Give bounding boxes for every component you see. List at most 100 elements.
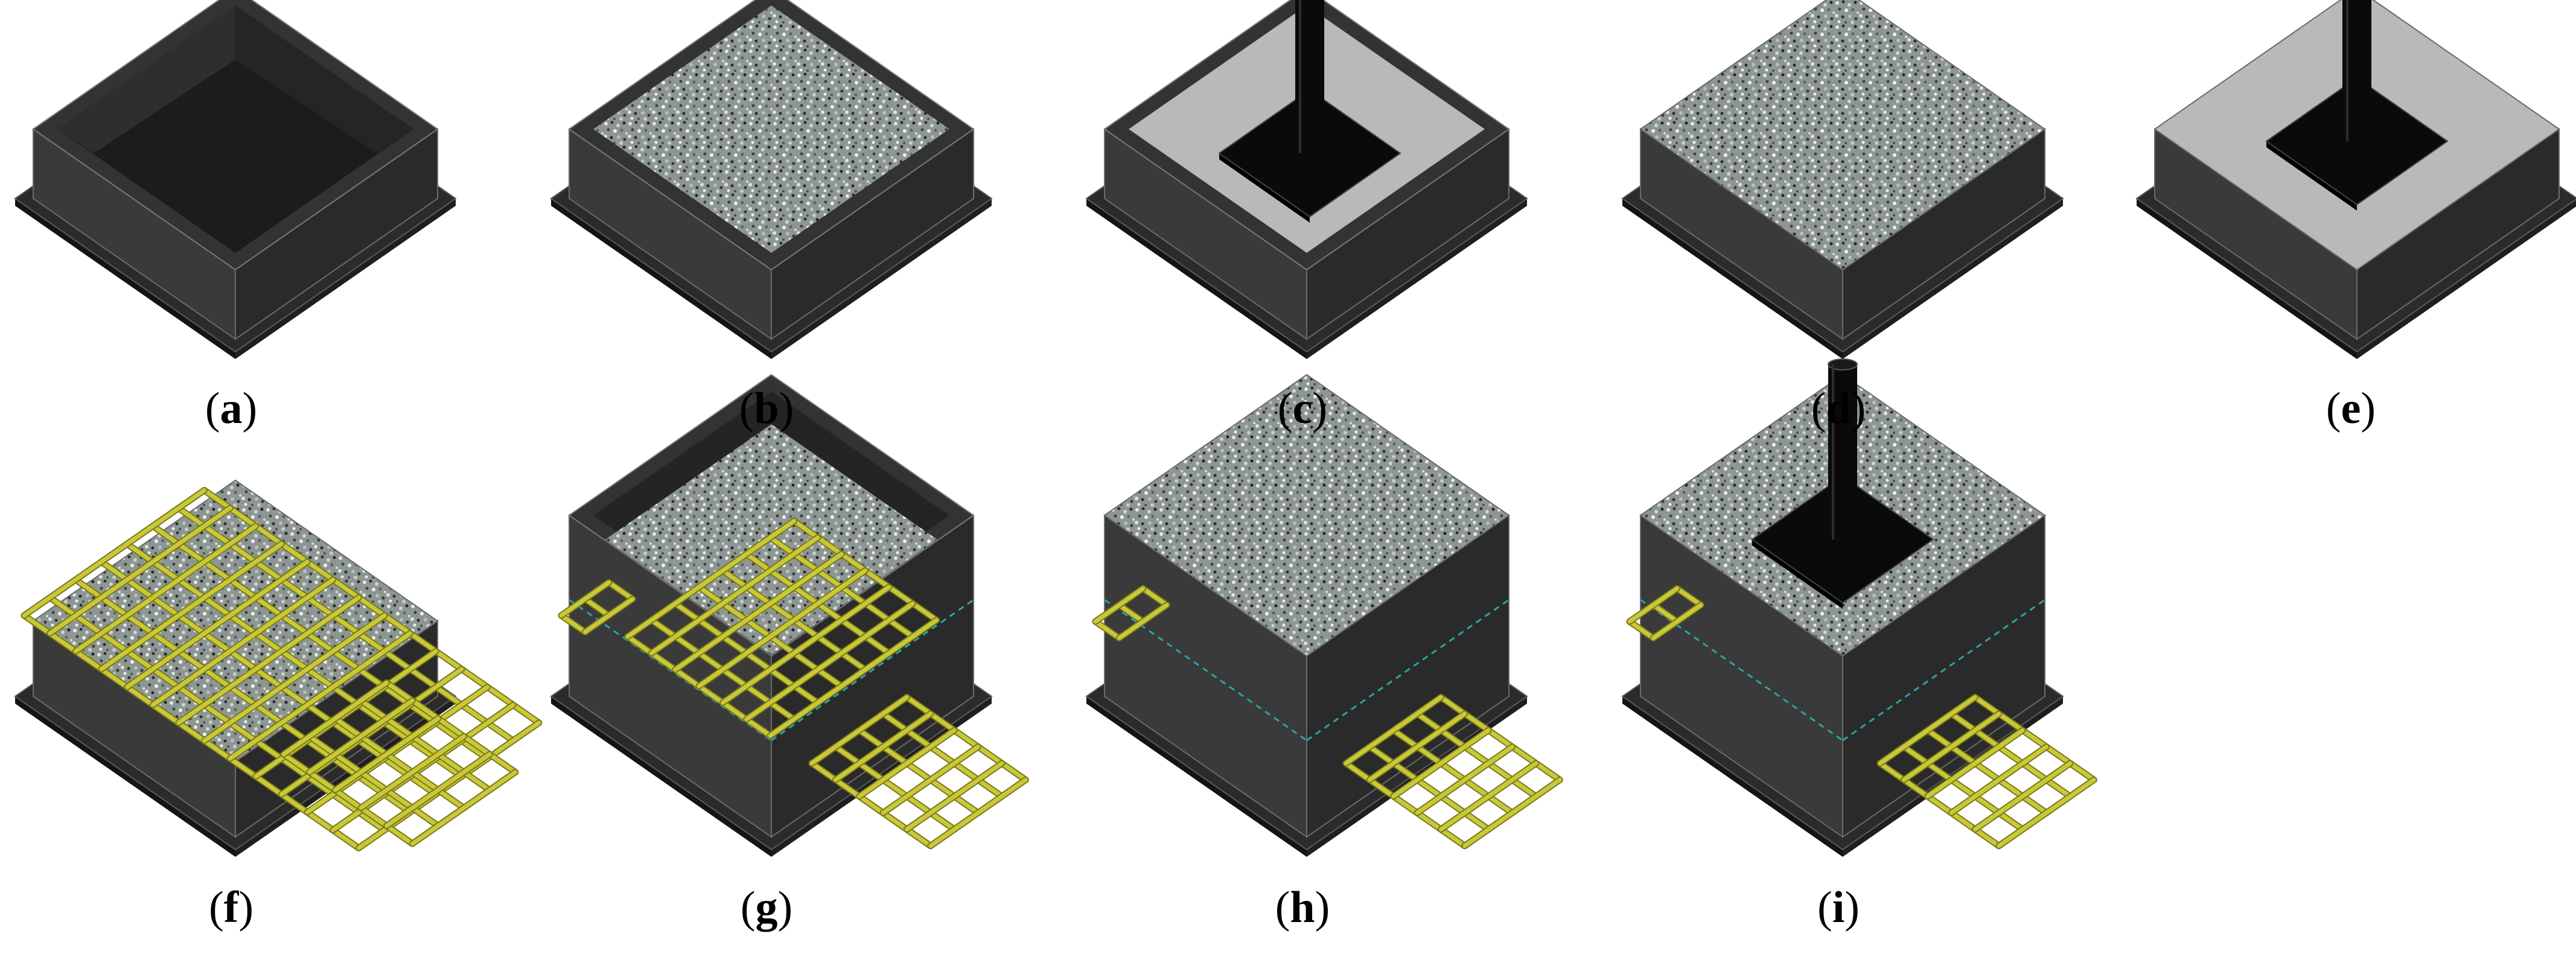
geogrid-rib bbox=[333, 716, 466, 810]
geogrid-rib bbox=[1141, 586, 1169, 608]
gravel-surface bbox=[1639, 0, 2046, 271]
geogrid-tab-left bbox=[1626, 585, 1704, 641]
geogrid-rib bbox=[582, 597, 635, 634]
geogrid-rib bbox=[928, 777, 1028, 848]
caption-b-letter: b bbox=[754, 384, 779, 433]
geogrid-rib bbox=[904, 695, 1028, 782]
geogrid-rib bbox=[607, 580, 635, 602]
geogrid-rib bbox=[176, 506, 515, 743]
ground-plate-side-left bbox=[551, 696, 771, 857]
geogrid-rib bbox=[857, 728, 957, 799]
geogrid-rib bbox=[1117, 603, 1146, 624]
geogrid-rib bbox=[202, 488, 541, 725]
inner-floor bbox=[94, 60, 377, 253]
ground-plate-side-right bbox=[2357, 199, 2576, 359]
geogrid-sheet-right bbox=[280, 679, 519, 847]
ground-plate-side-right bbox=[1307, 199, 1527, 359]
geogrid-sheet-right bbox=[1876, 694, 2097, 850]
geogrid-rib bbox=[176, 595, 361, 725]
ground-plate-side-left bbox=[551, 199, 771, 359]
geogrid-rib bbox=[1344, 761, 1467, 848]
caption-d: (d) bbox=[1811, 384, 1866, 433]
panel-a bbox=[14, 0, 457, 359]
caption-e: (e) bbox=[2326, 384, 2376, 433]
pole-top bbox=[1828, 358, 1858, 370]
inner-wall-back-left bbox=[57, 5, 235, 153]
ground-plate-side-right bbox=[771, 199, 992, 359]
geogrid-rib bbox=[1367, 745, 1491, 832]
geogrid-rib bbox=[1415, 711, 1538, 799]
geogrid-tab-left bbox=[1092, 585, 1170, 641]
caption-i-letter: i bbox=[1832, 883, 1845, 932]
geogrid-rib bbox=[857, 728, 981, 815]
base-plate-edge bbox=[1752, 539, 1843, 609]
geogrid-rib bbox=[125, 559, 310, 690]
geogrid-rib bbox=[1438, 761, 1538, 832]
caption-e-letter: e bbox=[2341, 384, 2361, 433]
geogrid-rib bbox=[1651, 603, 1680, 624]
base-plate-edge bbox=[2266, 141, 2357, 211]
geogrid-rib bbox=[1367, 711, 1467, 782]
layer-seam-right bbox=[1306, 599, 1510, 742]
geogrid-rib bbox=[1925, 728, 2049, 815]
geogrid-rib bbox=[697, 568, 868, 688]
inner-wall-back-right bbox=[235, 5, 413, 153]
geogrid-rib bbox=[1651, 603, 1703, 640]
caption-a: (a) bbox=[205, 384, 258, 433]
geogrid-rib bbox=[22, 488, 206, 618]
caption-i: (i) bbox=[1817, 883, 1860, 932]
geogrid-rib bbox=[1391, 728, 1491, 799]
geogrid-rib bbox=[99, 541, 284, 672]
geogrid-rib bbox=[359, 698, 492, 792]
panel-c bbox=[1085, 0, 1528, 359]
geogrid-rib bbox=[904, 761, 1004, 832]
panel-f bbox=[14, 479, 543, 857]
layer-seam-left bbox=[1640, 599, 1843, 742]
geogrid-rib bbox=[1878, 695, 1977, 766]
geogrid-rib bbox=[1878, 761, 2001, 848]
geogrid-rib bbox=[307, 698, 415, 775]
panel-e bbox=[2135, 0, 2576, 359]
geogrid-rib bbox=[881, 745, 981, 815]
panel-i bbox=[1621, 358, 2097, 857]
geogrid-rib bbox=[1438, 695, 1562, 782]
geogrid-rib bbox=[1415, 745, 1515, 815]
geogrid-rib bbox=[48, 595, 387, 833]
geogrid-rib bbox=[582, 597, 611, 618]
geogrid-rib bbox=[1949, 711, 2073, 799]
caption-d-letter: d bbox=[1826, 384, 1851, 433]
geogrid-rib bbox=[1949, 745, 2049, 815]
caption-c-letter: c bbox=[1292, 384, 1313, 433]
geogrid-rib bbox=[1901, 745, 2025, 832]
geogrid-rib bbox=[1901, 711, 2001, 782]
layer-seam-right bbox=[1842, 599, 2045, 742]
geogrid-rib bbox=[281, 752, 415, 846]
geogrid-rib bbox=[1344, 695, 1443, 766]
geogrid-rib bbox=[281, 680, 389, 757]
geogrid-rib bbox=[410, 770, 518, 846]
ground-plate-side-left bbox=[1086, 696, 1307, 857]
geogrid-rib bbox=[22, 613, 361, 850]
geogrid-rib bbox=[881, 711, 1004, 799]
geogrid-rib bbox=[384, 680, 518, 775]
geogrid-rib bbox=[649, 535, 820, 655]
geogrid-rib bbox=[809, 761, 933, 848]
ground-plate-side-right bbox=[235, 199, 456, 359]
caption-f-letter: f bbox=[223, 883, 239, 932]
layer-seam-left bbox=[1104, 599, 1307, 742]
geogrid-rib bbox=[1391, 728, 1515, 815]
caption-h: (h) bbox=[1275, 883, 1330, 932]
ground-plate-side-left bbox=[1622, 696, 1843, 857]
geogrid-rib bbox=[809, 695, 909, 766]
geogrid-rib bbox=[1627, 619, 1656, 640]
ground-plate-side-right bbox=[1843, 199, 2063, 359]
geogrid-rib bbox=[1972, 761, 2073, 832]
geogrid-rib bbox=[559, 613, 587, 634]
caption-g: (g) bbox=[740, 883, 793, 932]
geogrid-rib bbox=[48, 506, 232, 636]
panel-d bbox=[1621, 0, 2064, 359]
caption-b: (b) bbox=[739, 384, 794, 433]
geogrid-rib bbox=[1462, 777, 1562, 848]
geogrid-rib bbox=[1675, 586, 1703, 608]
